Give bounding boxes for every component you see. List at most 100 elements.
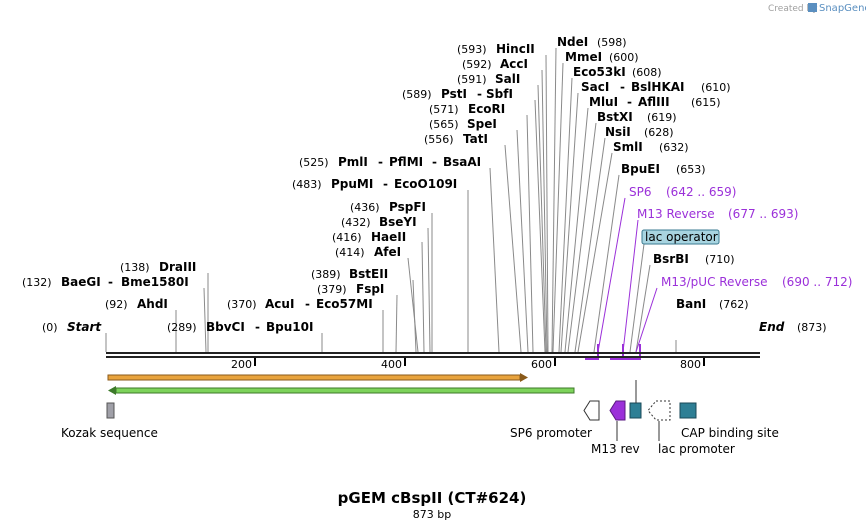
site-position: (389) bbox=[311, 268, 341, 281]
site-position: (556) bbox=[424, 133, 454, 146]
site-separator: - bbox=[108, 275, 113, 289]
feature-label: Kozak sequence bbox=[61, 426, 158, 440]
site-name[interactable]: Bpu10I bbox=[266, 320, 313, 334]
site-name[interactable]: EcoO109I bbox=[394, 177, 457, 191]
site-position: (565) bbox=[429, 118, 459, 131]
site-name[interactable]: Bme1580I bbox=[121, 275, 189, 289]
site-position: (762) bbox=[719, 298, 749, 311]
site-name[interactable]: BseYI bbox=[379, 215, 417, 229]
lac-operator-leader bbox=[629, 243, 645, 353]
site-name[interactable]: DraIII bbox=[159, 260, 196, 274]
site-name[interactable]: AcuI bbox=[265, 297, 294, 311]
orf-forward[interactable] bbox=[107, 373, 528, 382]
primer-range: (642 .. 659) bbox=[666, 185, 736, 199]
site-name[interactable]: PstI bbox=[441, 87, 467, 101]
site-position: (600) bbox=[609, 51, 639, 64]
site-name[interactable]: SbfI bbox=[486, 87, 513, 101]
site-name[interactable]: SpeI bbox=[467, 117, 497, 131]
site-position: (632) bbox=[659, 141, 689, 154]
dna-backbone bbox=[106, 352, 760, 358]
site-name[interactable]: AfeI bbox=[374, 245, 401, 259]
site-name[interactable]: SmlI bbox=[613, 140, 643, 154]
lac-promoter-feature[interactable] bbox=[647, 400, 671, 421]
site-position: (416) bbox=[332, 231, 362, 244]
primer-marks bbox=[585, 344, 641, 360]
orf-reverse[interactable] bbox=[108, 386, 575, 395]
site-name[interactable]: NdeI bbox=[557, 35, 588, 49]
site-separator: - bbox=[378, 155, 383, 169]
site-name[interactable]: AflIII bbox=[638, 95, 670, 109]
site-name[interactable]: PmlI bbox=[338, 155, 368, 169]
sp6-promoter-feature[interactable] bbox=[583, 400, 600, 421]
site-position: (608) bbox=[632, 66, 662, 79]
tick-label: 400 bbox=[381, 358, 402, 371]
site-name[interactable]: BsrBI bbox=[653, 252, 689, 266]
site-name[interactable]: BslHKAI bbox=[631, 80, 685, 94]
site-name[interactable]: TatI bbox=[463, 132, 488, 146]
site-position: (628) bbox=[644, 126, 674, 139]
site-position: (483) bbox=[292, 178, 322, 191]
site-name[interactable]: Eco53kI bbox=[573, 65, 626, 79]
site-separator: - bbox=[305, 297, 310, 311]
feature-label: CAP binding site bbox=[681, 426, 779, 440]
site-name[interactable]: AhdI bbox=[137, 297, 168, 311]
site-name[interactable]: BanI bbox=[676, 297, 706, 311]
tick-label: 800 bbox=[680, 358, 701, 371]
map-title: pGEM cBspII (CT#624) bbox=[338, 489, 527, 507]
primer-name[interactable]: M13 Reverse bbox=[637, 207, 715, 221]
site-name[interactable]: BpuEI bbox=[621, 162, 660, 176]
site-name[interactable]: FspI bbox=[356, 282, 384, 296]
site-separator: - bbox=[620, 80, 625, 94]
primer-range: (690 .. 712) bbox=[782, 275, 852, 289]
site-name[interactable]: BaeGI bbox=[61, 275, 101, 289]
site-name[interactable]: NsiI bbox=[605, 125, 631, 139]
end-label: End bbox=[759, 320, 785, 334]
site-name[interactable]: BbvCI bbox=[206, 320, 245, 334]
site-position: (289) bbox=[167, 321, 197, 334]
kozak-sequence-feature[interactable] bbox=[106, 402, 115, 419]
site-position: (593) bbox=[457, 43, 487, 56]
primer-name[interactable]: SP6 bbox=[629, 185, 652, 199]
site-name[interactable]: SacI bbox=[581, 80, 609, 94]
site-name[interactable]: MluI bbox=[589, 95, 618, 109]
site-name[interactable]: AccI bbox=[500, 57, 528, 71]
site-position: (710) bbox=[705, 253, 735, 266]
site-name[interactable]: SalI bbox=[495, 72, 520, 86]
site-position: (436) bbox=[350, 201, 380, 214]
m13-rev-feature[interactable] bbox=[609, 400, 626, 421]
site-position: (132) bbox=[22, 276, 52, 289]
site-name[interactable]: PflMI bbox=[389, 155, 423, 169]
site-position: (619) bbox=[647, 111, 677, 124]
site-position: (432) bbox=[341, 216, 371, 229]
feature-label: M13 rev bbox=[591, 442, 640, 456]
site-position: (610) bbox=[701, 81, 731, 94]
site-name[interactable]: HincII bbox=[496, 42, 535, 56]
primer-range: (677 .. 693) bbox=[728, 207, 798, 221]
site-name[interactable]: HaeII bbox=[371, 230, 406, 244]
site-leader-lines bbox=[105, 47, 677, 353]
site-position: (589) bbox=[402, 88, 432, 101]
lac-operator-tag[interactable] bbox=[641, 229, 720, 245]
snapgene-logo-icon bbox=[808, 3, 817, 12]
tick-label: 200 bbox=[231, 358, 252, 371]
site-position: (414) bbox=[335, 246, 365, 259]
site-position: (92) bbox=[105, 298, 128, 311]
primer-leader-lines bbox=[597, 197, 658, 353]
site-name[interactable]: MmeI bbox=[565, 50, 602, 64]
cap-binding-site-feature[interactable] bbox=[679, 402, 697, 419]
site-name[interactable]: BstEII bbox=[349, 267, 388, 281]
start-label: Start bbox=[67, 320, 102, 334]
site-name[interactable]: PspFI bbox=[389, 200, 426, 214]
credit-prefix: Created by bbox=[768, 4, 818, 14]
site-name[interactable]: Eco57MI bbox=[316, 297, 373, 311]
ruler-ticks bbox=[254, 358, 705, 366]
site-name[interactable]: EcoRI bbox=[468, 102, 505, 116]
site-name[interactable]: PpuMI bbox=[331, 177, 373, 191]
lac-operator-feature[interactable] bbox=[629, 402, 642, 419]
primer-name[interactable]: M13/pUC Reverse bbox=[661, 275, 768, 289]
start-position: (0) bbox=[42, 321, 58, 334]
site-name[interactable]: BstXI bbox=[597, 110, 633, 124]
site-name[interactable]: BsaAI bbox=[443, 155, 481, 169]
site-position: (370) bbox=[227, 298, 257, 311]
